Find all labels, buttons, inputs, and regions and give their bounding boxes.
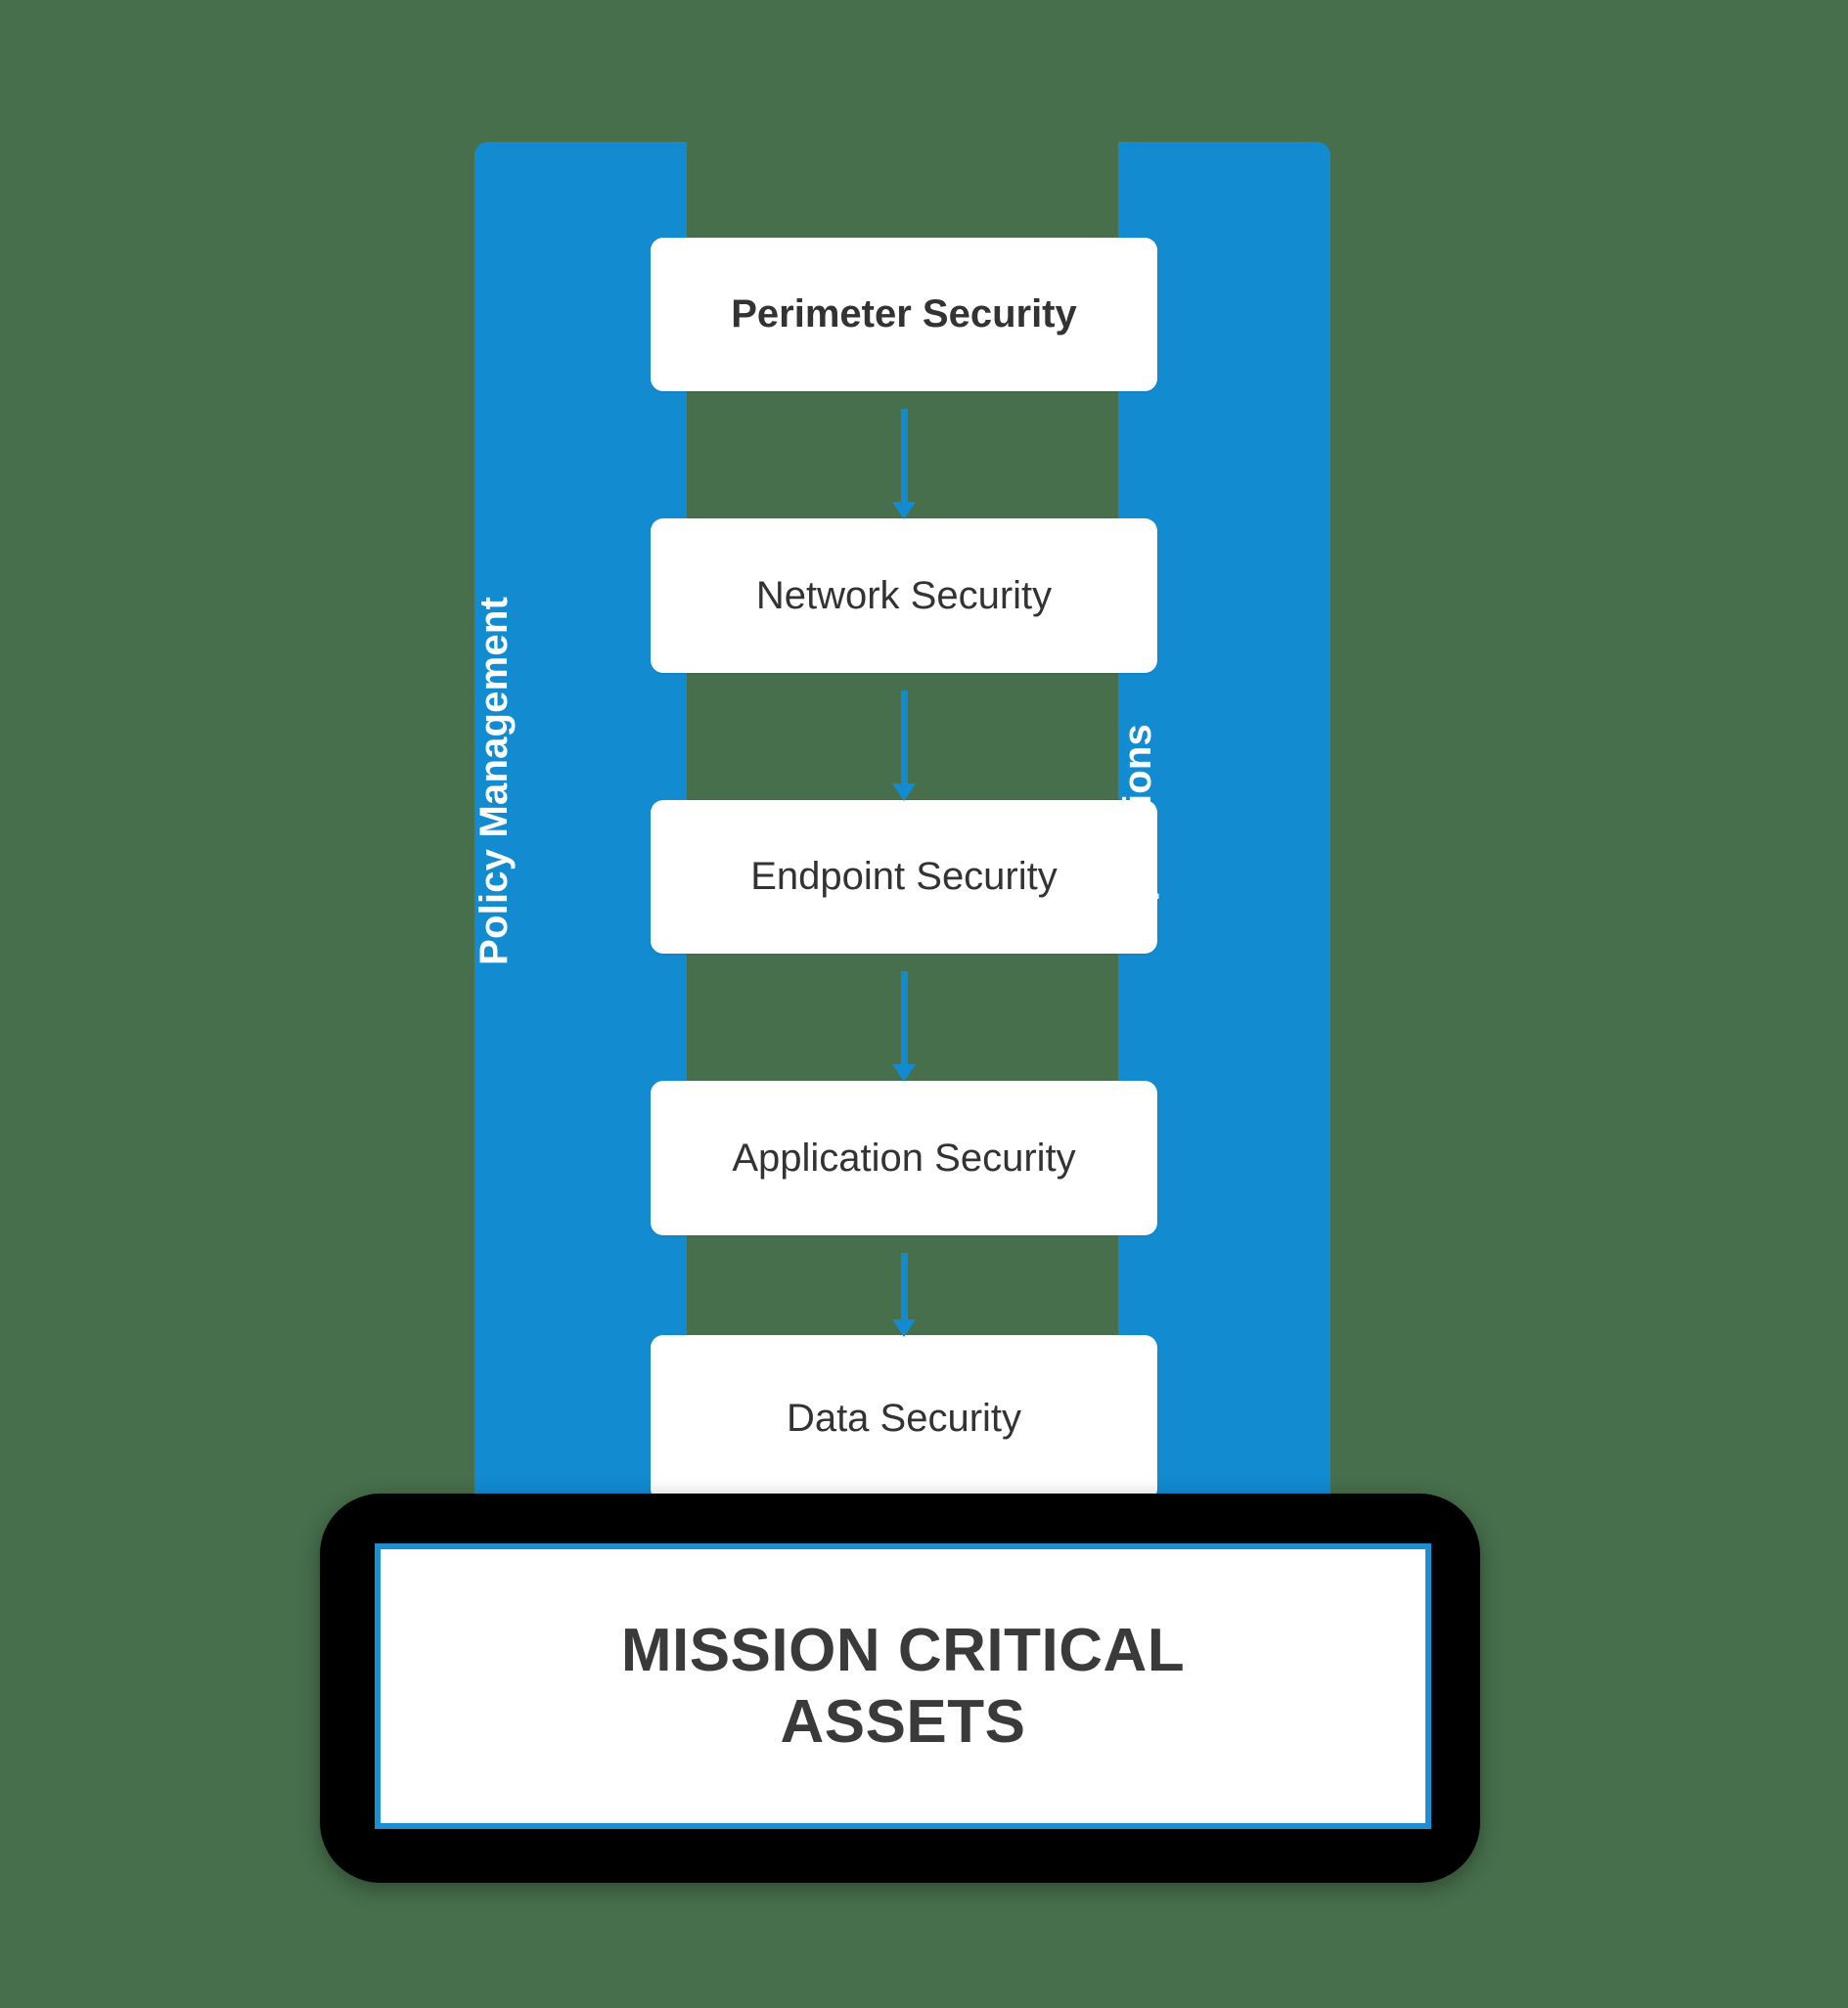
arrow-perimeter-to-network <box>892 409 916 519</box>
layer-box-data-security[interactable]: Data Security <box>651 1335 1157 1501</box>
layer-box-application-security[interactable]: Application Security <box>651 1081 1157 1235</box>
layer-box-network-security[interactable]: Network Security <box>651 518 1157 673</box>
layer-box-endpoint-security[interactable]: Endpoint Security <box>651 800 1157 954</box>
arrow-application-to-data <box>892 1253 916 1337</box>
mission-critical-assets-label: MISSION CRITICAL ASSETS <box>620 1616 1186 1756</box>
mission-critical-assets-card[interactable]: MISSION CRITICAL ASSETS <box>375 1543 1431 1829</box>
layer-box-perimeter-security[interactable]: Perimeter Security <box>651 238 1157 391</box>
arrow-network-to-endpoint <box>892 691 916 801</box>
arrow-endpoint-to-application <box>892 971 916 1082</box>
